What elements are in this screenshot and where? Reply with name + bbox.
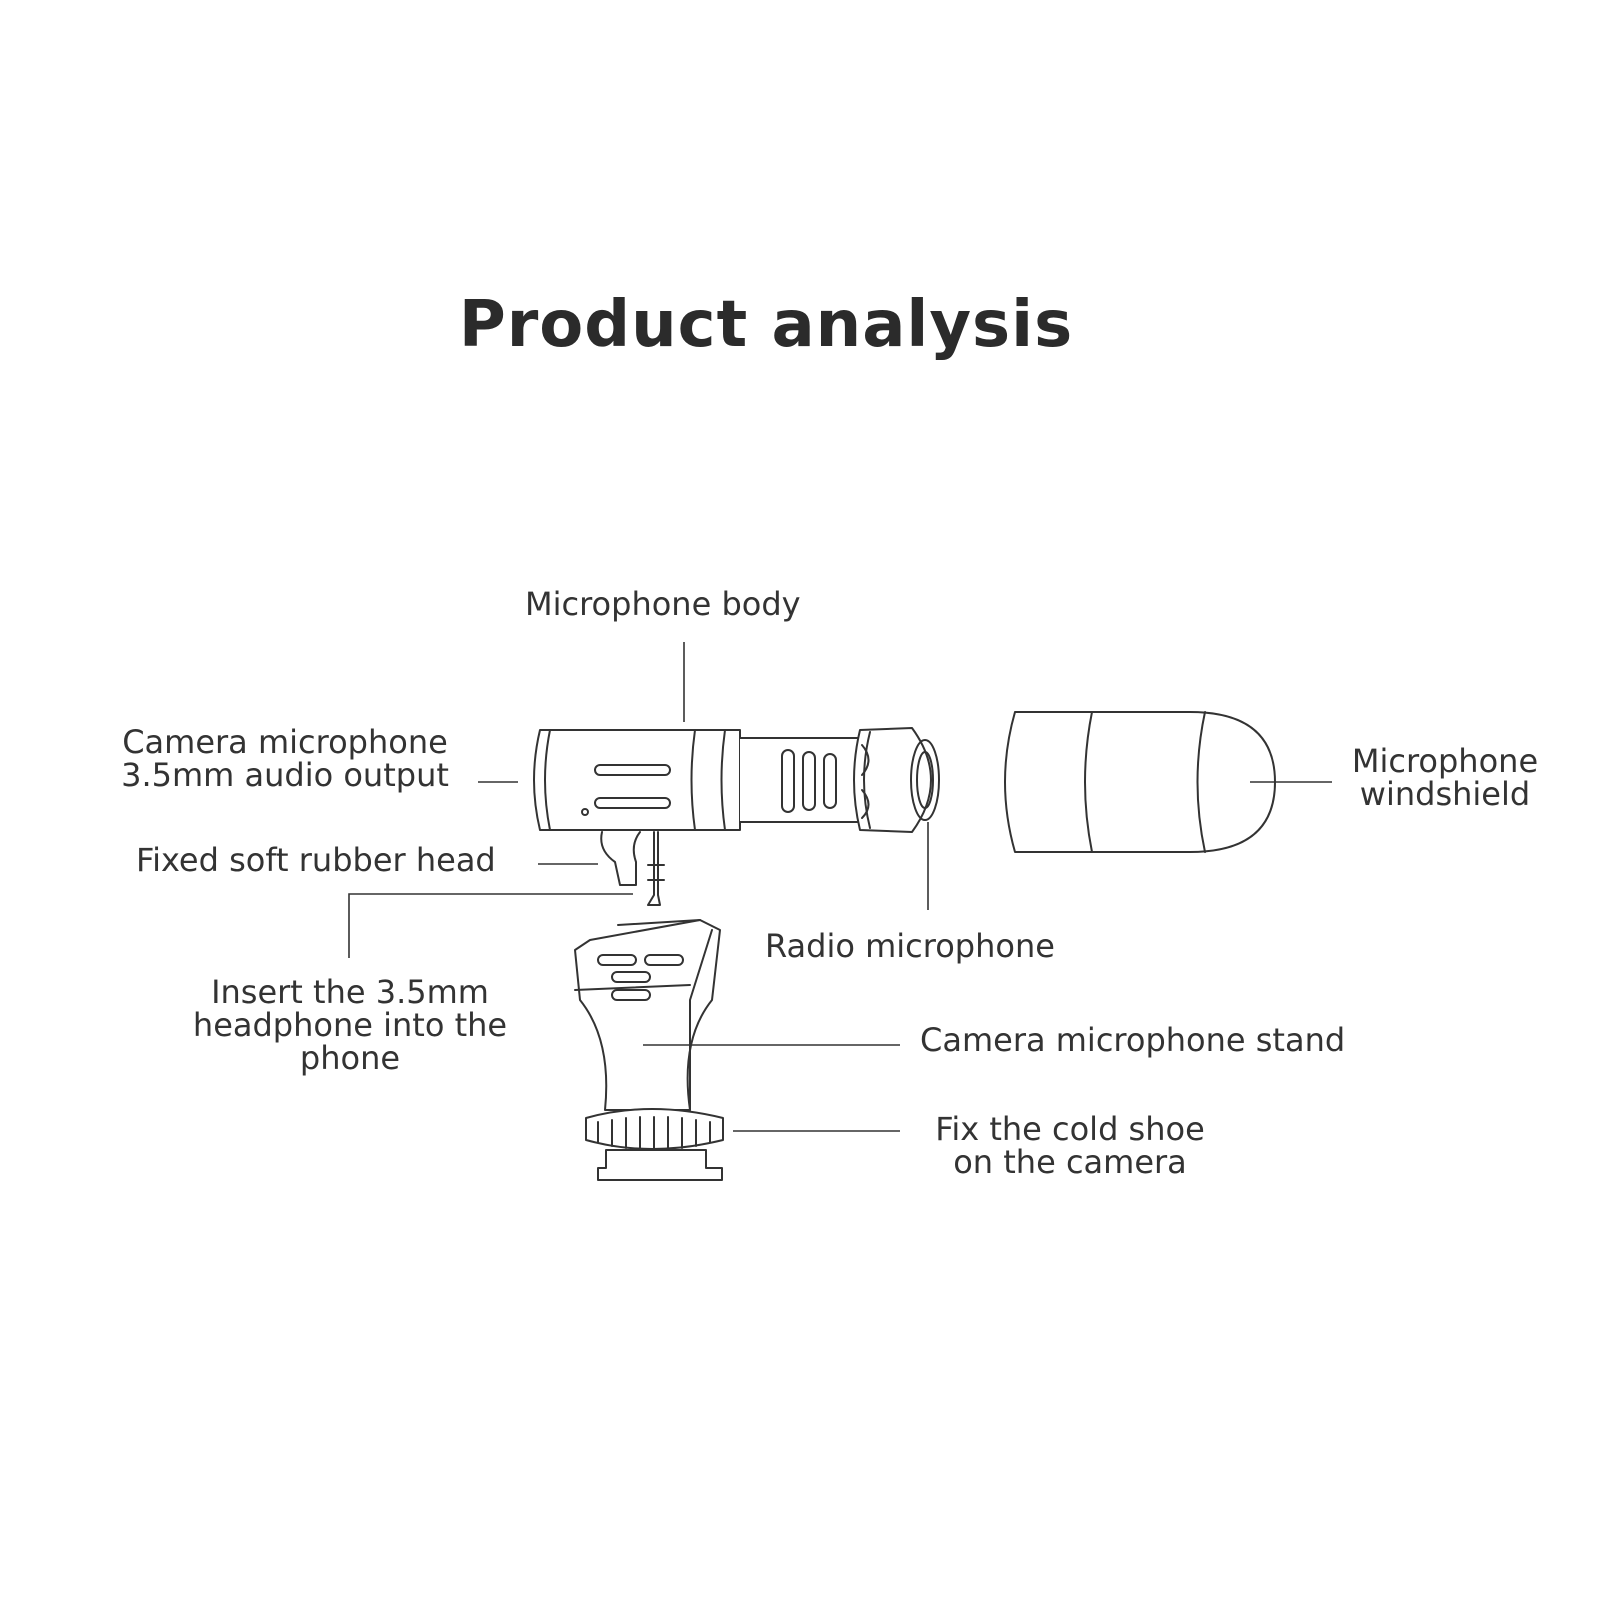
stand-shape — [574, 919, 721, 1111]
label-radio-microphone: Radio microphone — [765, 927, 1055, 965]
rubber-head-shape — [600, 831, 665, 906]
microphone-body-shape — [533, 729, 741, 831]
label-windshield: Microphone windshield — [1351, 742, 1539, 813]
label-stand: Camera microphone stand — [920, 1021, 1346, 1059]
label-audio-output: Camera microphone 3.5mm audio output — [121, 723, 449, 794]
label-insert-headphone: Insert the 3.5mm headphone into the phon… — [192, 973, 508, 1077]
page-title: Product analysis — [458, 288, 1074, 362]
grille-section-shape — [739, 737, 861, 823]
label-microphone-body: Microphone body — [525, 585, 801, 623]
cold-shoe-shape — [585, 1108, 724, 1181]
label-cold-shoe: Fix the cold shoe on the camera — [935, 1110, 1205, 1181]
capsule-ring-shape — [853, 727, 940, 833]
leader-insert-headphone — [348, 893, 633, 958]
label-rubber-head: Fixed soft rubber head — [136, 841, 496, 879]
windshield-shape — [1004, 711, 1276, 853]
